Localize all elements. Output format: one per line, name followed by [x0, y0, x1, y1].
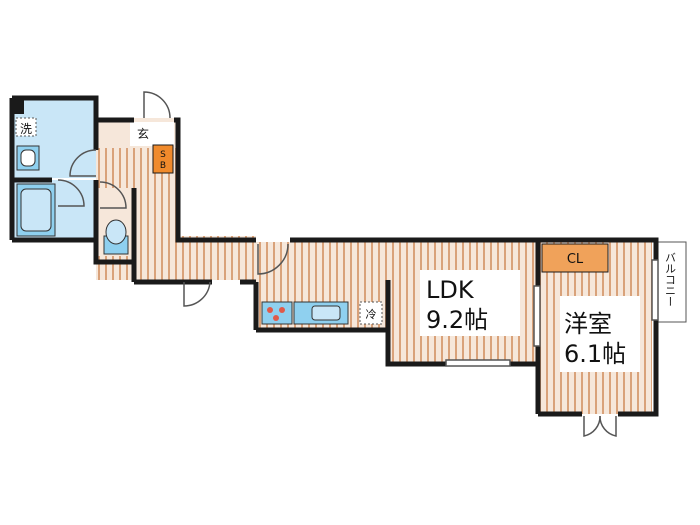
entrance-label: 玄 — [137, 126, 149, 141]
stove-icon — [261, 301, 293, 325]
shoebox-s-label: S — [160, 150, 166, 160]
western-window-door — [583, 415, 601, 437]
kitchen-sink-icon — [293, 301, 349, 325]
storage-door — [183, 281, 211, 307]
refrigerator-icon: 冷 — [359, 301, 383, 325]
ldk-door — [257, 243, 289, 275]
western-window-door-2 — [599, 415, 617, 437]
ldk-room: LDK 9.2帖 — [388, 242, 538, 362]
front-door — [143, 91, 171, 119]
closet-label: CL — [567, 252, 584, 267]
washer-label: 洗 — [20, 122, 32, 136]
balcony: バルコニー — [655, 241, 687, 323]
washroom: 洗 — [12, 98, 96, 178]
partition-door — [533, 285, 541, 347]
closet: CL — [541, 243, 609, 273]
western-room-name: 洋室 — [564, 310, 612, 338]
ldk-room-size: 9.2帖 — [426, 306, 488, 334]
windows — [445, 259, 659, 367]
ldk-window — [445, 359, 511, 367]
shoebox: S B — [152, 144, 174, 174]
bath-door — [57, 179, 85, 207]
walls — [9, 95, 659, 417]
western-room-size: 6.1帖 — [564, 340, 626, 368]
toilet-room — [96, 188, 136, 256]
kitchen: 冷 — [256, 242, 390, 330]
refrigerator-label: 冷 — [366, 308, 377, 321]
washroom-door — [69, 149, 97, 177]
toilet-icon — [103, 219, 129, 255]
entrance: 玄 S B — [130, 122, 174, 174]
shoebox-b-label: B — [160, 161, 166, 171]
balcony-label: バルコニー — [664, 252, 677, 307]
toilet-door — [99, 181, 127, 209]
western-room: 洋室 6.1帖 CL — [538, 242, 652, 414]
ldk-room-name: LDK — [426, 276, 475, 304]
balcony-window — [651, 259, 659, 321]
bathroom — [12, 180, 96, 240]
sink-icon — [16, 145, 40, 171]
doors — [57, 91, 617, 437]
